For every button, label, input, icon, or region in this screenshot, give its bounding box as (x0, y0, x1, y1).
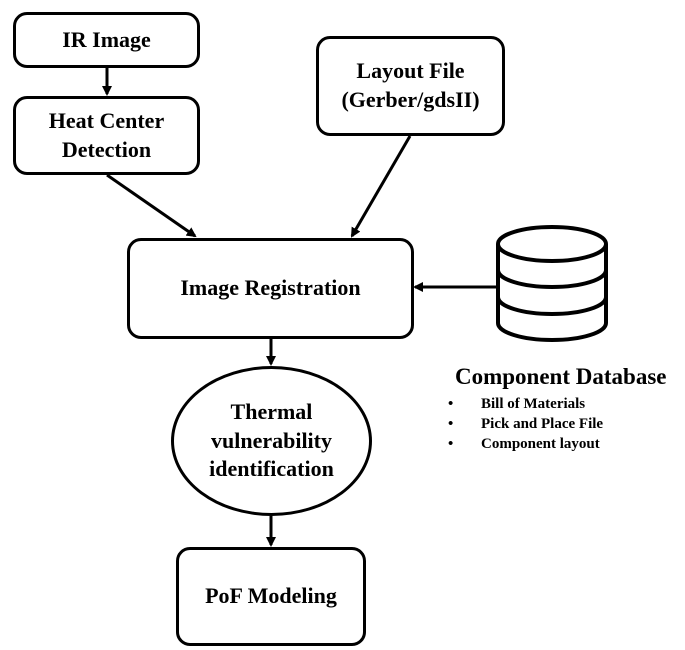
arrow-heat-to-registration (106, 173, 197, 238)
database-item-label: Bill of Materials (481, 396, 586, 412)
node-ir-image-label: IR Image (62, 26, 151, 52)
node-layout-file: Layout File (Gerber/gdsII) (316, 36, 505, 136)
bullet-icon: • (448, 436, 454, 452)
database-item: • Bill of Materials (448, 394, 603, 414)
node-pof-label: PoF Modeling (205, 583, 337, 609)
node-image-registration: Image Registration (127, 238, 414, 339)
node-heat-center-label: Heat Center Detection (48, 107, 165, 162)
node-pof-modeling: PoF Modeling (176, 547, 366, 646)
node-thermal-vulnerability: Thermal vulnerability identification (171, 366, 372, 516)
database-cylinder-icon (496, 225, 608, 342)
node-layout-file-label: Layout File (Gerber/gdsII) (341, 58, 480, 112)
database-item-label: Component layout (481, 436, 600, 452)
node-heat-center-detection: Heat Center Detection (13, 96, 200, 175)
database-item-label: Pick and Place File (481, 416, 604, 432)
bullet-icon: • (448, 416, 454, 432)
database-item: • Pick and Place File (448, 414, 603, 434)
database-items-list: •Bill of Materials •Pick and Place File … (448, 394, 603, 454)
database-title: Component Database (455, 364, 667, 389)
bullet-icon: • (448, 396, 454, 412)
node-thermal-label: Thermal vulnerability identification (209, 399, 334, 482)
node-image-registration-label: Image Registration (180, 275, 361, 301)
node-ir-image: IR Image (13, 12, 200, 68)
database-item: • Component layout (448, 434, 603, 454)
arrow-layout-to-registration (350, 135, 412, 238)
